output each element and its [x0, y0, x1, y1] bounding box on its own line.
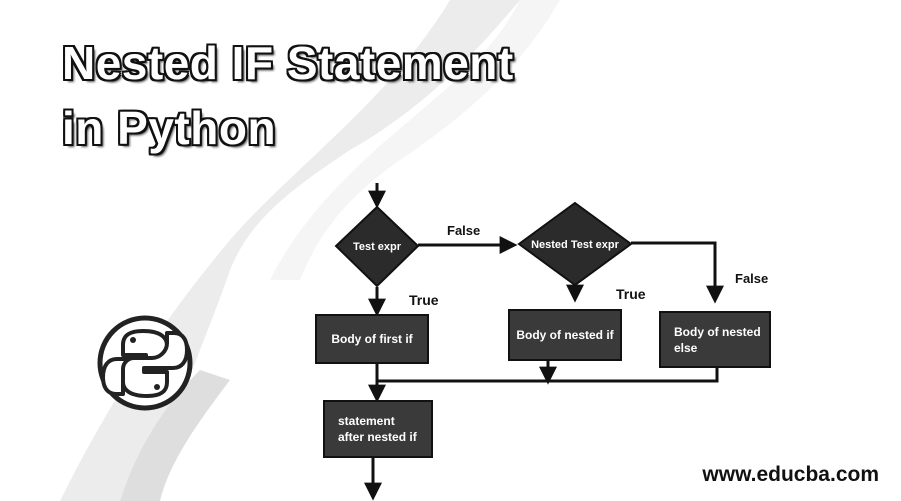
decision-test-expr: Test expr [334, 205, 420, 288]
box-body-nested-if: Body of nested if [508, 309, 622, 361]
site-url: www.educba.com [702, 463, 879, 486]
flowchart-connectors [364, 183, 724, 501]
box-body-first-if-label: Body of first if [331, 332, 413, 346]
edge-label-true-1: True [409, 292, 439, 308]
box-body-first-if: Body of first if [315, 314, 429, 364]
decision-test-expr-label: Test expr [353, 241, 402, 253]
page-title-line1: Nested IF Statement [62, 37, 514, 89]
box-body-nested-else-label-line1: Body of nested [674, 325, 761, 339]
background-swoosh-lower [120, 370, 230, 501]
box-body-nested-else-label-line2: else [674, 341, 698, 355]
edge-label-false-2: False [735, 271, 768, 286]
merge-line [377, 368, 719, 383]
decision-nested-test-expr-label: Nested Test expr [531, 239, 620, 251]
box-statement-label-line1: statement [338, 414, 395, 428]
box-statement-label-line2: after nested if [338, 430, 418, 444]
background-swoosh-light [270, 0, 560, 280]
false-arrow-2 [631, 241, 724, 304]
page-title-line2: in Python [62, 102, 277, 154]
box-body-nested-if-label: Body of nested if [516, 328, 614, 342]
decision-nested-test-expr: Nested Test expr [517, 201, 633, 287]
box-statement-after-nested-if: statement after nested if [323, 400, 433, 458]
edge-label-true-2: True [616, 286, 646, 302]
edge-label-false-1: False [447, 223, 480, 238]
python-logo-icon [97, 315, 193, 411]
box-body-nested-else: Body of nested else [659, 311, 771, 368]
